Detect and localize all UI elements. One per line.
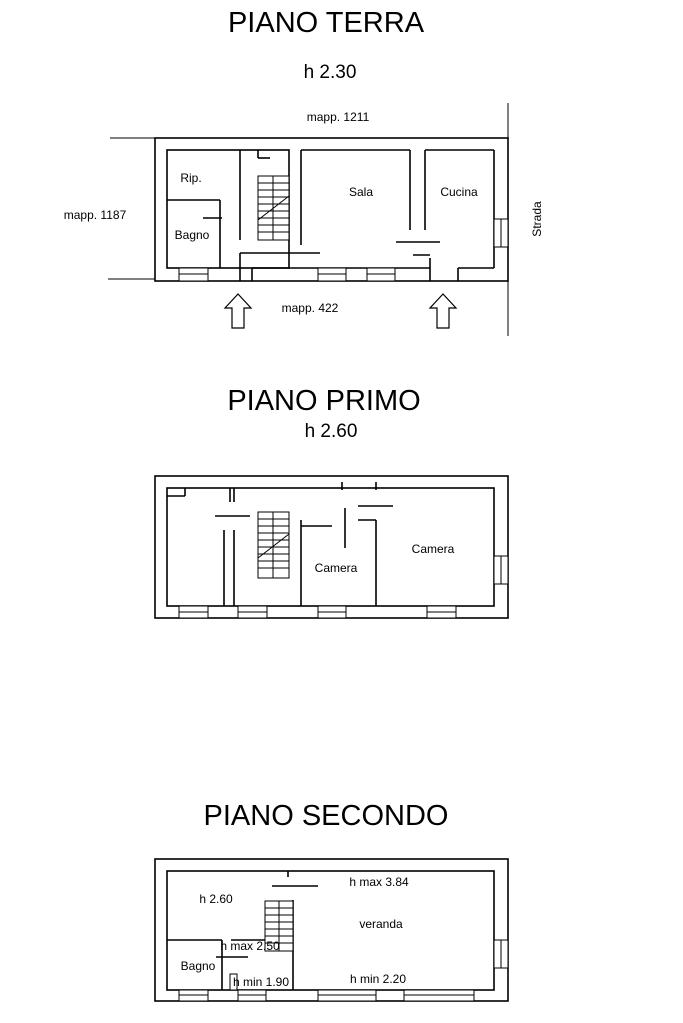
room-label-cucina: Cucina: [440, 185, 478, 199]
primo-staircase: [257, 511, 290, 579]
height-label-max-384: h max 3.84: [349, 875, 409, 889]
secondo-walls: [154, 858, 509, 1002]
mapp-1211-label: mapp. 1211: [307, 110, 370, 124]
height-label-min-220: h min 2.20: [350, 972, 406, 986]
terra-windows: [178, 218, 509, 282]
terra-walls: [154, 137, 509, 282]
terra-staircase: [257, 175, 290, 241]
piano-secondo-title: PIANO SECONDO: [204, 800, 449, 832]
secondo-windows: [178, 939, 509, 1002]
height-label-260: h 2.60: [199, 892, 233, 906]
strada-label: Strada: [530, 201, 544, 237]
piano-primo-section: PIANO PRIMO h 2.60: [154, 385, 509, 619]
piano-secondo-section: PIANO SECONDO: [154, 800, 509, 1002]
height-label-max-250: h max 2.50: [220, 939, 280, 953]
entrance-arrow-icon: [428, 293, 458, 329]
room-label-bagno-secondo: Bagno: [181, 959, 216, 973]
piano-terra-height: h 2.30: [304, 62, 357, 83]
primo-windows: [178, 555, 509, 619]
room-label-veranda: veranda: [359, 917, 403, 931]
room-label-bagno: Bagno: [175, 228, 210, 242]
piano-terra-title: PIANO TERRA: [228, 7, 425, 39]
room-label-sala: Sala: [349, 185, 373, 199]
room-label-camera-left: Camera: [315, 561, 358, 575]
mapp-1187-label: mapp. 1187: [64, 208, 127, 222]
piano-primo-height: h 2.60: [305, 421, 358, 442]
piano-terra-section: PIANO TERRA h 2.30: [64, 7, 544, 336]
room-label-rip: Rip.: [180, 171, 201, 185]
secondo-staircase: [264, 900, 294, 952]
room-label-camera-right: Camera: [412, 542, 455, 556]
entrance-arrow-icon: [223, 293, 253, 329]
piano-primo-title: PIANO PRIMO: [227, 385, 420, 417]
height-label-min-190: h min 1.90: [233, 975, 289, 989]
primo-walls: [154, 475, 509, 619]
mapp-422-label: mapp. 422: [282, 301, 339, 315]
